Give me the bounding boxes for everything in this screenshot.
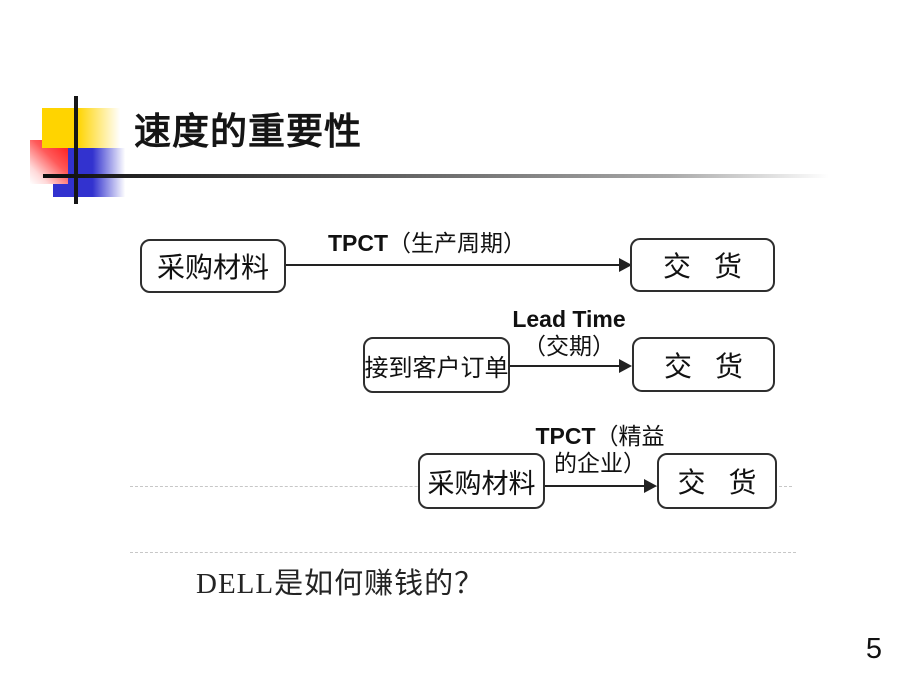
row2-target-label: 交 货 <box>663 351 743 383</box>
decor-yellow-square <box>42 108 127 148</box>
row1-flow-label-rest: （生产周期） <box>388 231 527 256</box>
row1-source-label: 采购材料 <box>156 253 269 284</box>
row2-source-label: 接到客户订单 <box>364 355 509 382</box>
row1-flow-label: TPCT（生产周期） <box>322 230 532 257</box>
row3-arrow-line <box>545 485 646 487</box>
row3-flow-label-bold: TPCT <box>535 423 596 449</box>
row1-arrow-line <box>286 264 622 266</box>
row3-flow-label-rest: （精益 <box>595 424 665 449</box>
row1-target-label: 交 货 <box>662 252 742 283</box>
row3-flow-label: TPCT（精益 的企业） <box>500 423 700 477</box>
row2-target-box: 交 货 <box>632 337 775 392</box>
title-underline <box>43 174 845 178</box>
row2-flow-label: Lead Time （交期） <box>469 306 669 360</box>
row3-source-label: 采购材料 <box>427 468 536 499</box>
row1-source-box: 采购材料 <box>140 239 286 293</box>
footer-question: DELL是如何赚钱的？ <box>196 568 485 600</box>
row2-arrow-right-icon <box>619 359 632 373</box>
row3-arrow-right-icon <box>644 479 657 493</box>
row2-flow-label-line2: （交期） <box>523 334 615 359</box>
row1-arrow-right-icon <box>619 258 632 272</box>
row3-target-box: 交 货 <box>657 453 777 509</box>
row2-source-box: 接到客户订单 <box>363 337 510 393</box>
row3-source-box: 采购材料 <box>418 453 545 509</box>
row2-arrow-line <box>510 365 622 367</box>
slide-title: 速度的重要性 <box>134 111 362 152</box>
page-number: 5 <box>865 633 883 665</box>
row1-flow-label-bold: TPCT <box>327 230 389 256</box>
decor-vertical-line <box>74 96 78 204</box>
row3-flow-label-line2: 的企业） <box>554 451 646 476</box>
row1-target-box: 交 货 <box>630 238 775 292</box>
row2-flow-label-bold: Lead Time <box>512 306 626 332</box>
footer-dashed-line <box>130 552 796 553</box>
row3-target-label: 交 货 <box>677 468 757 499</box>
